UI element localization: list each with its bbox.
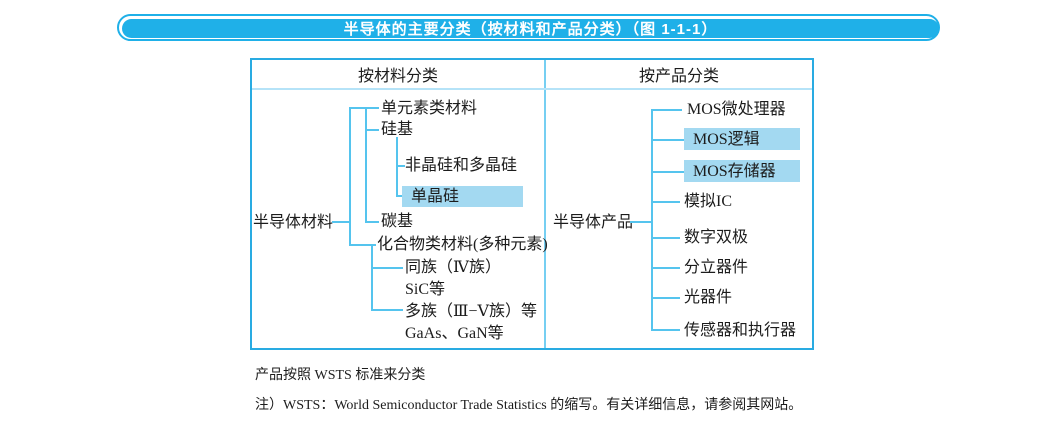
material-item-compound: 化合物类材料(多种元素): [377, 236, 548, 253]
material-column-header: 按材料分类: [357, 68, 438, 85]
tree-connector-line: [396, 195, 404, 197]
tree-connector-line: [396, 165, 405, 167]
material-item-single-element: 单元素类材料: [381, 100, 478, 117]
tree-connector-line: [371, 244, 373, 311]
material-item-multi-family-iii-v: 多族（Ⅲ−Ⅴ族）等: [405, 303, 538, 320]
material-item-sic: SiC等: [405, 281, 446, 298]
tree-connector-line: [651, 139, 684, 141]
tree-connector-line: [651, 109, 653, 331]
tree-connector-line: [651, 109, 682, 111]
material-item-carbon-based: 碳基: [381, 213, 414, 230]
title-outline: [117, 14, 940, 41]
tree-connector-line: [349, 244, 376, 246]
tree-connector-line: [349, 107, 351, 246]
tree-connector-line: [651, 237, 680, 239]
product-item-mos-logic-highlighted: MOS逻辑: [684, 128, 800, 150]
product-item-opto: 光器件: [684, 289, 733, 306]
product-column-header: 按产品分类: [638, 68, 719, 85]
product-item-discrete: 分立器件: [684, 259, 749, 276]
tree-connector-line: [651, 171, 684, 173]
material-item-gaas-gan: GaAs、GaN等: [405, 325, 504, 342]
product-item-mos-mpu: MOS微处理器: [687, 101, 786, 118]
product-item-mos-memory-highlighted: MOS存储器: [684, 160, 800, 182]
tree-connector-line: [365, 129, 379, 131]
material-item-mono-si-highlighted: 单晶硅: [402, 186, 523, 207]
product-item-analog-ic: 模拟IC: [684, 193, 733, 210]
material-item-silicon-based: 硅基: [381, 121, 414, 138]
tree-connector-line: [332, 221, 350, 223]
tree-connector-line: [651, 267, 680, 269]
tree-connector-line: [651, 201, 680, 203]
title-bar: 半导体的主要分类（按材料和产品分类）（图 1-1-1）: [122, 19, 939, 38]
column-divider: [544, 60, 546, 348]
tree-connector-line: [365, 221, 379, 223]
figure-title: 半导体的主要分类（按材料和产品分类）（图 1-1-1）: [343, 21, 718, 38]
header-underline: [252, 88, 812, 90]
material-item-same-family-iv: 同族（Ⅳ族）: [405, 259, 501, 276]
tree-connector-line: [651, 329, 680, 331]
tree-connector-line: [371, 267, 403, 269]
classification-table-frame: [250, 58, 814, 350]
material-root-label: 半导体材料: [253, 214, 334, 231]
product-item-sensor-actuator: 传感器和执行器: [684, 322, 797, 339]
product-item-digital-bipolar: 数字双极: [684, 229, 749, 246]
note-wsts-abbreviation: 注）WSTS：World Semiconductor Trade Statist…: [255, 398, 803, 413]
tree-connector-line: [365, 107, 367, 222]
tree-connector-line: [371, 309, 403, 311]
tree-connector-line: [651, 297, 680, 299]
material-item-amorphous-poly-si: 非晶硅和多晶硅: [405, 157, 518, 174]
product-root-label: 半导体产品: [553, 214, 634, 231]
tree-connector-line: [349, 107, 379, 109]
tree-connector-line: [630, 221, 652, 223]
note-wsts-standard: 产品按照 WSTS 标准来分类: [255, 368, 426, 383]
